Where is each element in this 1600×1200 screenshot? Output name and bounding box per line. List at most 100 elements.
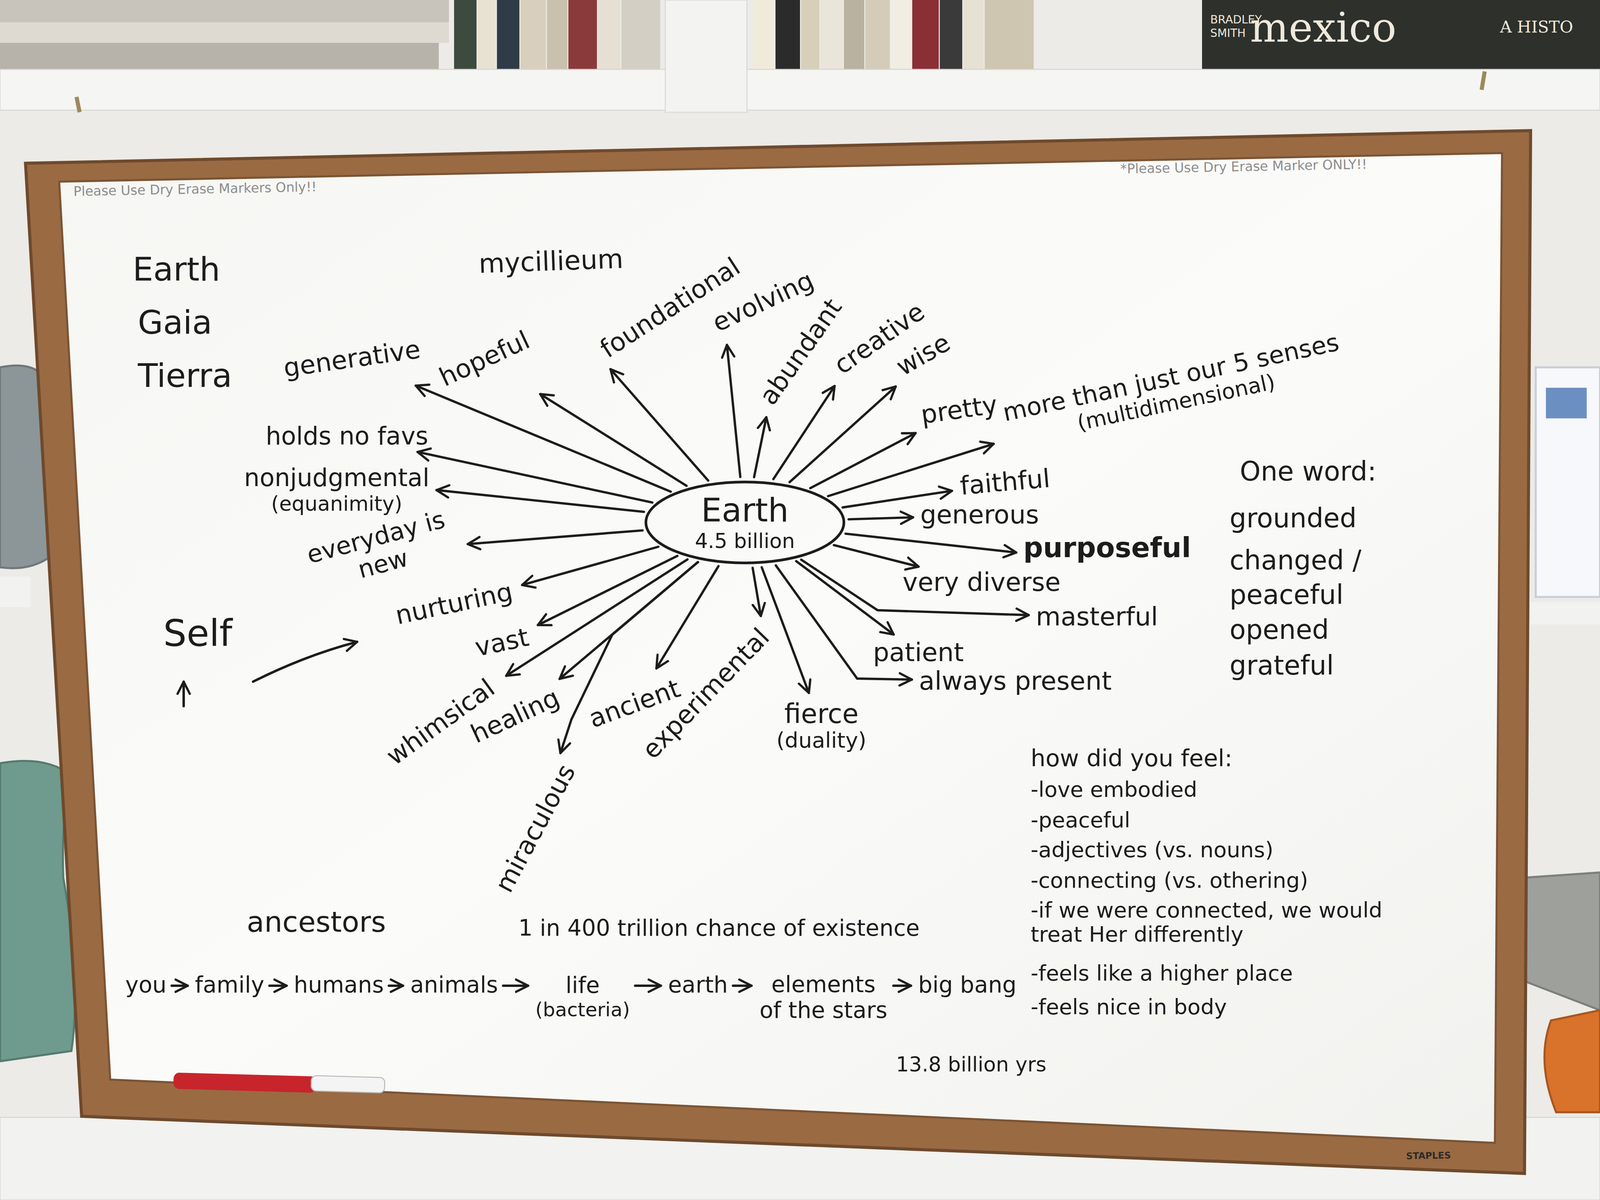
- free-word: mycillieum: [478, 244, 624, 281]
- connector-arrow: [522, 546, 659, 585]
- connector-arrow: [656, 566, 719, 669]
- central-ellipse: Earth4.5 billion: [644, 478, 847, 567]
- book-spine: [939, 0, 963, 72]
- connector-arrow: [848, 517, 914, 520]
- mind-map-word: masterful: [1035, 603, 1158, 632]
- book-title: mexico: [1250, 3, 1397, 51]
- node-subtext: (duality): [776, 729, 867, 754]
- up-arrow: [182, 681, 185, 707]
- connector-arrow: [417, 451, 653, 503]
- connector-arrow: [171, 984, 189, 987]
- folder: [0, 42, 439, 70]
- book-spine: [621, 0, 661, 72]
- mind-map-word: animals: [410, 973, 499, 999]
- product-box: [1535, 367, 1600, 598]
- name-word: Tierra: [137, 357, 233, 395]
- book-spine: [912, 0, 939, 72]
- mind-map-word: purposeful: [1023, 532, 1192, 564]
- hook: [76, 71, 1485, 113]
- node-subtext: 4.5 billion: [694, 529, 795, 553]
- mind-map-word: nonjudgmental(equanimity): [244, 464, 430, 516]
- self-arrow: [253, 641, 358, 682]
- book-spine: [568, 0, 597, 72]
- book-spine: [984, 0, 1034, 72]
- list-heading: how did you feel:: [1030, 744, 1233, 772]
- mind-map-word: patient: [873, 638, 964, 668]
- connector-arrow: [506, 559, 688, 676]
- node-text: Earth: [694, 492, 795, 530]
- book-spine: [520, 0, 546, 72]
- bust-sculpture: [1515, 872, 1600, 1011]
- connector-arrow: [789, 386, 896, 483]
- connector-arrow: [269, 984, 287, 987]
- connector-arrow: [388, 984, 404, 987]
- connector-arrow: [467, 530, 643, 545]
- connector-arrow: [761, 567, 810, 693]
- mind-map-word: life(bacteria): [535, 973, 631, 1021]
- connector-arrow: [726, 344, 741, 477]
- node-subtext: (equanimity): [244, 492, 430, 516]
- list-item: grounded: [1229, 503, 1357, 535]
- list-item: -feels nice in body: [1030, 994, 1227, 1020]
- node-subtext: (bacteria): [535, 998, 631, 1021]
- list-item: -feels like a higher place: [1030, 961, 1293, 986]
- node-text: family: [194, 973, 265, 999]
- free-word: Self: [163, 612, 233, 655]
- free-word: ancestors: [246, 905, 387, 939]
- orange-figure: [1544, 1010, 1600, 1113]
- node-text: very diverse: [902, 568, 1061, 597]
- list-item: peaceful: [1229, 580, 1344, 612]
- name-word: Earth: [132, 251, 221, 289]
- list-item: -connecting (vs. othering): [1030, 868, 1308, 893]
- node-text: big bang: [918, 973, 1017, 999]
- node-text: masterful: [1035, 603, 1158, 632]
- connector-arrow: [537, 555, 678, 625]
- box-print: [1546, 387, 1587, 419]
- name-word: Gaia: [137, 303, 212, 342]
- marker-barrel: [173, 1072, 317, 1093]
- node-text: always present: [919, 667, 1112, 697]
- node-text: you: [125, 973, 167, 999]
- mind-map-word: earth: [667, 973, 728, 999]
- mind-map-word: holds no favs: [265, 423, 429, 451]
- connector-arrow: [503, 984, 529, 987]
- connector-arrow: [893, 984, 911, 987]
- connector-arrow: [752, 567, 762, 616]
- list-item: changed /: [1229, 546, 1362, 577]
- board-frame: [25, 130, 1531, 1174]
- mind-map-word: elements of the stars: [758, 973, 889, 1024]
- node-text: purposeful: [1023, 532, 1192, 564]
- mind-map-word: generous: [920, 501, 1039, 530]
- book-spine: [865, 0, 891, 72]
- list-item: opened: [1229, 615, 1329, 647]
- connector-arrow: [732, 984, 752, 987]
- node-text: earth: [667, 973, 728, 999]
- book-spine: [477, 0, 496, 72]
- list-item: -love embodied: [1030, 777, 1198, 802]
- connector-arrow: [796, 561, 894, 635]
- node-text: patient: [873, 638, 964, 668]
- node-text: fierce: [776, 699, 867, 730]
- connector-arrow: [833, 545, 919, 567]
- list-item: -peaceful: [1030, 808, 1131, 833]
- node-text: animals: [410, 973, 499, 999]
- list-item: -if we were connected, we would treat He…: [1030, 898, 1419, 948]
- brand-mark: STAPLES: [1405, 1150, 1451, 1162]
- connector-arrow: [540, 394, 687, 486]
- book-spine: [598, 0, 621, 72]
- book-spine: [890, 0, 912, 72]
- book-title: A HISTO: [1500, 18, 1574, 37]
- marker-cap: [311, 1075, 385, 1093]
- whiteboard-surface: [59, 153, 1502, 1143]
- mind-map-word: family: [194, 973, 265, 999]
- shelf-plank: [1530, 601, 1600, 625]
- node-text: generous: [920, 501, 1039, 530]
- note-text: 1 in 400 trillion chance of existence: [518, 915, 920, 942]
- mind-map-word: fierce(duality): [776, 699, 867, 754]
- node-text: nonjudgmental: [244, 464, 430, 493]
- book-spine: [801, 0, 820, 72]
- node-text: elements of the stars: [758, 973, 889, 1024]
- folder: [0, 22, 449, 43]
